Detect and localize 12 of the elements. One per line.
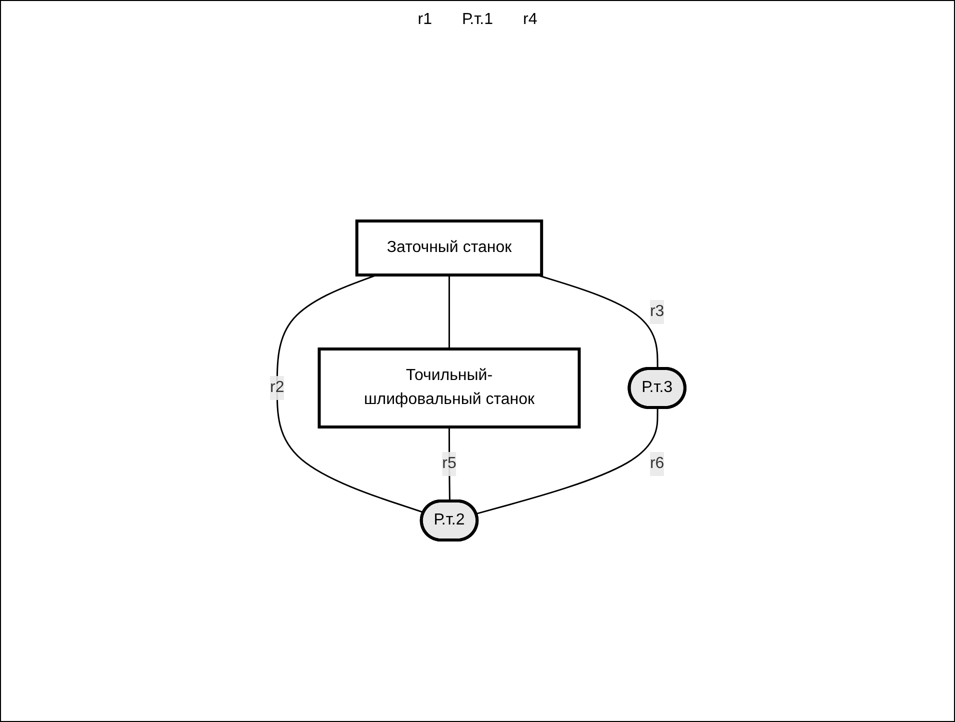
node-box: Точильный-шлифовальный станок <box>318 347 581 428</box>
connector <box>448 274 450 348</box>
line-label: r1 <box>418 11 432 29</box>
line-label: r4 <box>523 11 538 29</box>
edge-label: r3 <box>650 302 664 320</box>
edge-label: r5 <box>442 454 456 472</box>
edge-label: r6 <box>650 454 664 472</box>
connector <box>476 407 658 514</box>
connector <box>276 274 424 513</box>
line-label: Р.т.1 <box>462 11 493 29</box>
node-box: Заточный станок <box>355 219 544 276</box>
edge-label: r2 <box>270 378 284 396</box>
